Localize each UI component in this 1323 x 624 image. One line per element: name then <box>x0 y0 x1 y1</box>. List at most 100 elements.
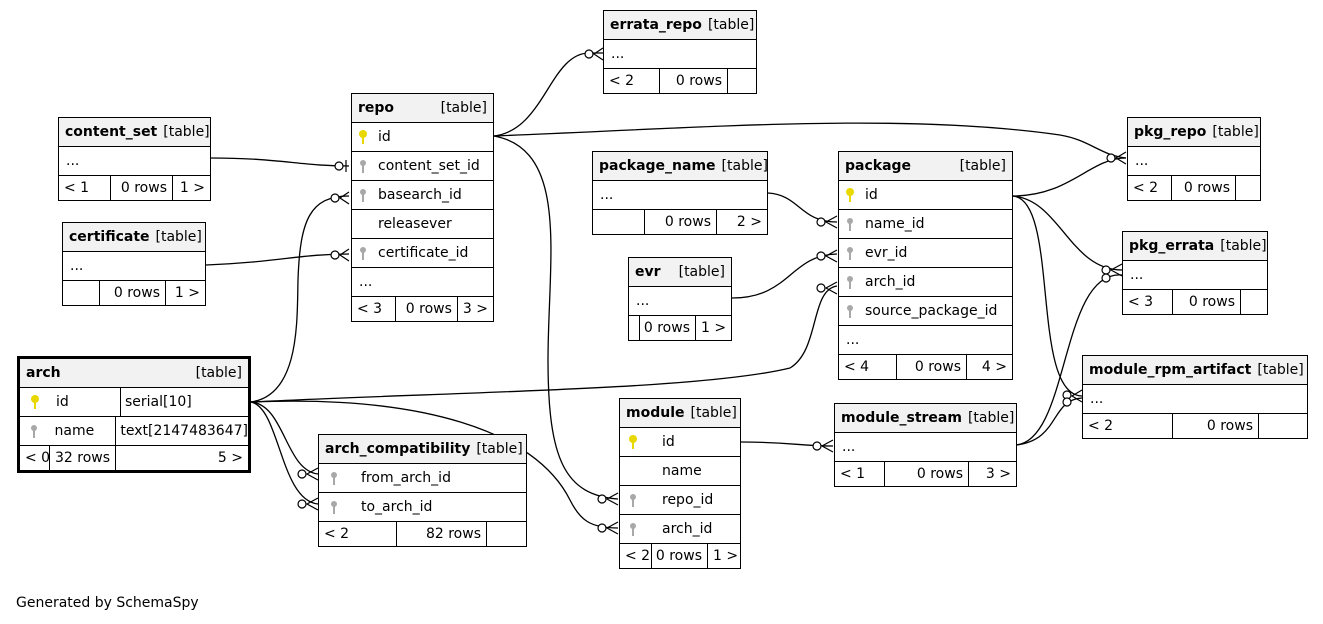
edge-content-set-repo <box>210 157 350 167</box>
table-footer: < 1 0 rows 3 > <box>835 462 1016 486</box>
next-link[interactable] <box>1259 414 1307 438</box>
column-row: from_arch_id <box>319 464 526 493</box>
prev-link[interactable]: < 3 <box>1123 290 1173 314</box>
more-columns: ... <box>63 252 205 281</box>
row-count: 0 rows <box>652 544 708 568</box>
column-row: name_id <box>839 210 1012 239</box>
row-count: 0 rows <box>100 281 166 305</box>
table-certificate[interactable]: certificate[table] ... 0 rows 1 > <box>62 222 206 306</box>
table-type: [table] <box>678 264 725 280</box>
table-package[interactable]: package[table] id name_id evr_id arch_id… <box>838 151 1013 380</box>
row-count: 0 rows <box>885 462 969 486</box>
column-name: name <box>54 423 95 439</box>
next-link[interactable]: 3 > <box>462 301 488 317</box>
table-footer: < 3 0 rows 3 > <box>352 297 493 321</box>
foreign-key-icon <box>839 274 861 290</box>
table-type: [table] <box>967 410 1015 426</box>
row-count: 0 rows <box>1173 414 1259 438</box>
next-link[interactable] <box>1241 290 1267 314</box>
table-repo[interactable]: repo[table] id content_set_id basearch_i… <box>351 93 494 322</box>
primary-key-icon <box>839 187 861 203</box>
edge-arch-repo <box>250 195 350 403</box>
table-name: errata_repo <box>610 17 702 33</box>
next-link[interactable]: 2 > <box>736 214 762 230</box>
foreign-key-icon <box>620 492 646 508</box>
prev-link[interactable] <box>593 210 645 234</box>
table-evr[interactable]: evr[table] ... 0 rows 1 > <box>628 257 732 341</box>
prev-link[interactable]: < 2 <box>620 544 652 568</box>
column-name: source_package_id <box>865 303 998 319</box>
edge-package-name-package <box>767 192 838 223</box>
foreign-key-icon <box>352 187 374 203</box>
prev-link[interactable]: < 2 <box>319 522 397 546</box>
table-module-rpm-artifact[interactable]: module_rpm_artifact[table] ... < 2 0 row… <box>1082 355 1308 439</box>
table-pkg-repo[interactable]: pkg_repo[table] ... < 2 0 rows <box>1127 117 1261 201</box>
more-columns: ... <box>352 268 493 297</box>
next-link[interactable]: 1 > <box>174 285 200 301</box>
more-columns: ... <box>839 326 1012 355</box>
edge-module-module-stream <box>740 441 834 447</box>
table-arch-compatibility[interactable]: arch_compatibility[table] from_arch_id t… <box>318 434 527 547</box>
column-name: name_id <box>865 216 925 232</box>
more-columns: ... <box>593 181 767 210</box>
table-module[interactable]: module[table] id name repo_id arch_id < … <box>619 398 741 569</box>
column-name: id <box>56 394 69 410</box>
edge-repo-module <box>493 135 619 500</box>
column-row: source_package_id <box>839 297 1012 326</box>
prev-link[interactable] <box>63 281 100 305</box>
column-name: id <box>662 434 675 450</box>
table-errata-repo[interactable]: errata_repo[table] ... < 2 0 rows <box>603 10 757 94</box>
table-name: content_set <box>65 124 158 140</box>
table-content-set[interactable]: content_set[table] ... < 1 0 rows 1 > <box>58 117 211 201</box>
table-package-name[interactable]: package_name[table] ... 0 rows 2 > <box>592 151 768 235</box>
foreign-key-icon <box>352 158 374 174</box>
table-name: module <box>626 405 685 421</box>
prev-link[interactable] <box>629 316 640 340</box>
table-type: [table] <box>440 100 487 116</box>
edge-arch-package <box>250 285 838 403</box>
next-link[interactable] <box>1236 176 1260 200</box>
more-columns: ... <box>1083 385 1307 414</box>
table-module-stream[interactable]: module_stream[table] ... < 1 0 rows 3 > <box>834 403 1017 487</box>
table-type: [table] <box>690 405 737 421</box>
table-footer: 0 rows 1 > <box>63 281 205 305</box>
row-count: 0 rows <box>1173 290 1241 314</box>
next-link[interactable]: 5 > <box>217 450 243 466</box>
prev-link[interactable]: < 2 <box>604 69 660 93</box>
prev-link[interactable]: < 0 <box>20 446 50 470</box>
foreign-key-icon <box>620 521 646 537</box>
edge-repo-pkg-repo <box>493 122 1127 159</box>
edge-package-module-rpm <box>1012 195 1083 397</box>
column-name: name <box>662 463 702 479</box>
table-type: [table] <box>195 365 242 381</box>
prev-link[interactable]: < 3 <box>352 297 396 321</box>
column-row: arch_id <box>839 268 1012 297</box>
next-link[interactable]: 3 > <box>985 466 1011 482</box>
prev-link[interactable]: < 1 <box>835 462 885 486</box>
prev-link[interactable]: < 4 <box>839 355 897 379</box>
next-link[interactable] <box>728 69 756 93</box>
next-link[interactable]: 4 > <box>981 359 1007 375</box>
table-name: pkg_errata <box>1129 238 1215 254</box>
prev-link[interactable]: < 2 <box>1128 176 1172 200</box>
table-name: evr <box>635 264 661 280</box>
primary-key-icon <box>620 434 646 450</box>
next-link[interactable] <box>487 522 526 546</box>
table-type: [table] <box>707 17 755 33</box>
column-row: to_arch_id <box>319 493 526 522</box>
table-pkg-errata[interactable]: pkg_errata[table] ... < 3 0 rows <box>1122 231 1268 315</box>
table-type: [table] <box>1220 238 1267 254</box>
column-name: basearch_id <box>378 187 462 203</box>
next-link[interactable]: 1 > <box>713 548 739 564</box>
table-name: package <box>845 158 912 174</box>
next-link[interactable]: 1 > <box>179 180 205 196</box>
next-link[interactable]: 1 > <box>701 320 727 336</box>
prev-link[interactable]: < 2 <box>1083 414 1173 438</box>
foreign-key-icon <box>20 423 49 439</box>
more-columns: ... <box>604 40 756 69</box>
prev-link[interactable]: < 1 <box>59 176 111 200</box>
table-type: [table] <box>163 124 210 140</box>
column-name: arch_id <box>865 274 916 290</box>
